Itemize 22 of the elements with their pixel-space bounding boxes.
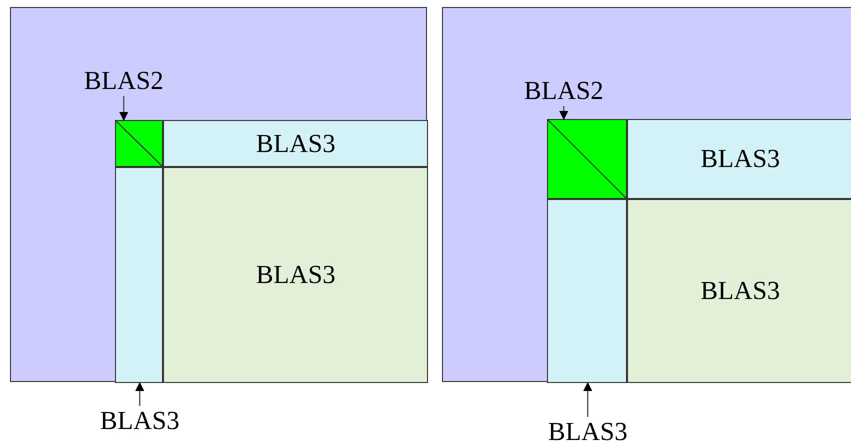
matrix-block [163,167,428,383]
matrix-block [627,199,851,383]
block-label: BLAS3 [256,130,336,158]
matrix-block [10,7,427,382]
arrow [135,382,144,406]
matrix-block [547,199,627,383]
matrix-block [442,7,851,382]
diagonal-block [547,119,627,199]
arrow [559,106,568,120]
block-label: BLAS3 [548,418,628,446]
block-label: BLAS3 [700,145,780,173]
block-label: BLAS3 [100,407,180,435]
matrix-block [627,119,851,199]
block-label: BLAS2 [84,67,164,95]
matrix-block [115,167,163,383]
diagonal-block [115,120,163,167]
block-label: BLAS2 [524,77,604,105]
block-label: BLAS3 [700,277,780,305]
arrow [119,96,128,121]
arrow [583,382,592,417]
matrix-block [163,120,428,167]
block-label: BLAS3 [256,261,336,289]
